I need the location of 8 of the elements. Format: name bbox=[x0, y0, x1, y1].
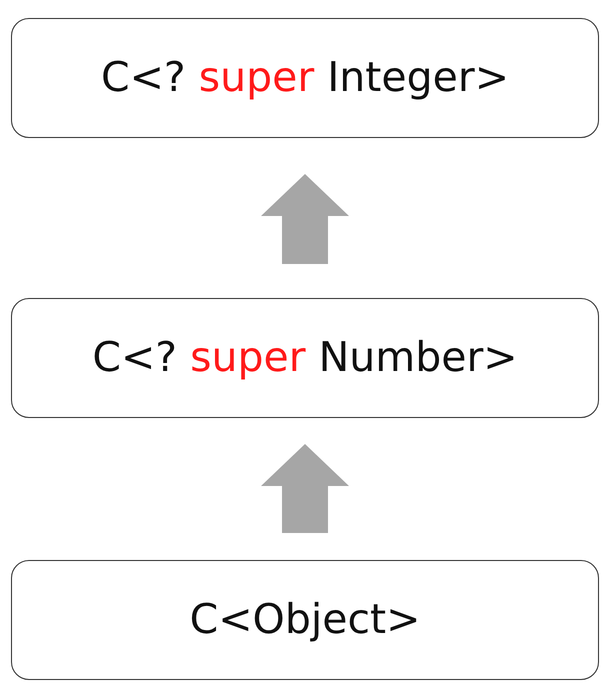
block-arrow bbox=[261, 174, 349, 264]
type-box bbox=[11, 18, 599, 138]
type-box bbox=[11, 560, 599, 680]
type-box bbox=[11, 298, 599, 418]
type-label: C<? super Integer> bbox=[100, 53, 510, 103]
type-label: C<Object> bbox=[190, 595, 420, 645]
block-arrow bbox=[261, 444, 349, 533]
type-label: C<? super Number> bbox=[92, 333, 518, 383]
